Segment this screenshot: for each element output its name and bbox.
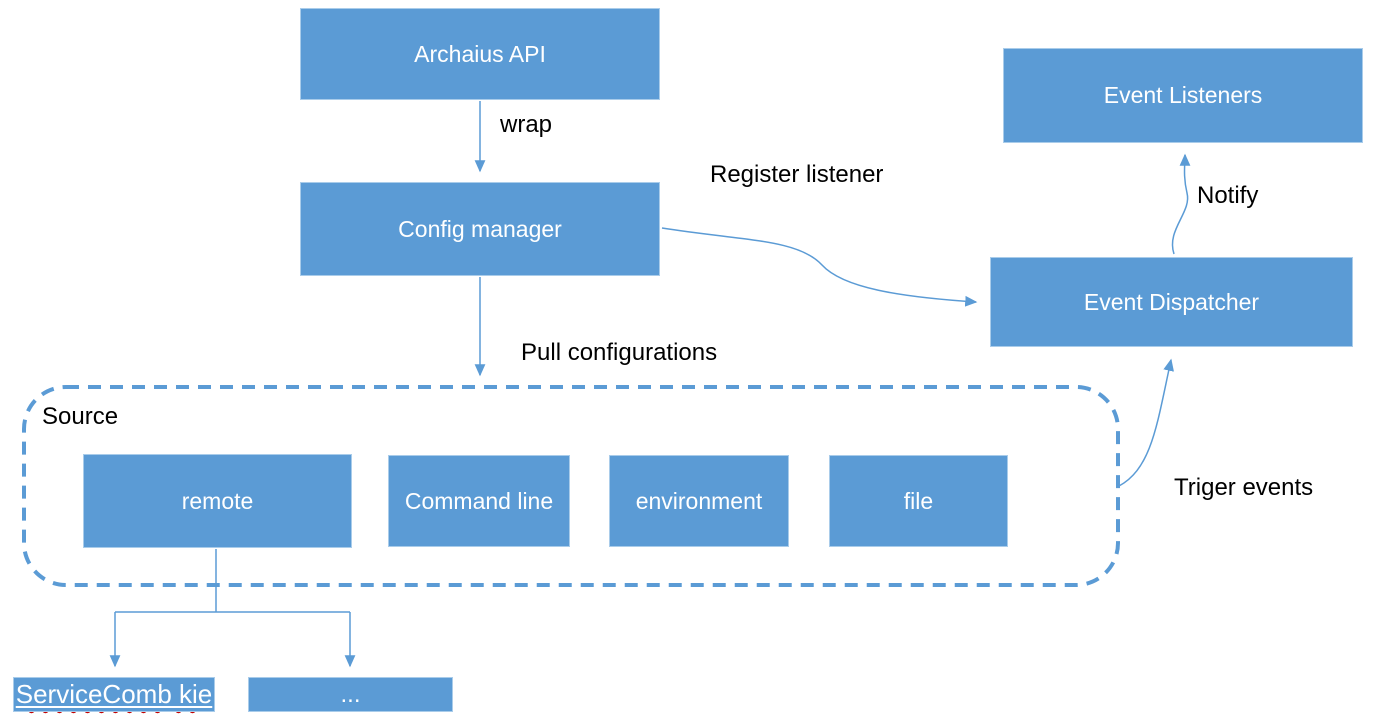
node-event-listeners: Event Listeners [1003, 48, 1363, 143]
node-event-dispatcher: Event Dispatcher [990, 257, 1353, 347]
node-ellipsis: ... [248, 677, 453, 712]
node-config-manager: Config manager [300, 182, 660, 276]
node-ellipsis-label: ... [340, 680, 361, 708]
node-remote: remote [83, 454, 352, 548]
node-remote-label: remote [181, 487, 254, 514]
node-archaius-api: Archaius API [300, 8, 660, 100]
edge-label-wrap: wrap [500, 111, 553, 138]
node-config-manager-label: Config manager [398, 215, 562, 242]
edge-label-notify: Notify [1197, 182, 1259, 209]
edge-label-triger-events: Triger events [1174, 474, 1314, 501]
node-file-label: file [903, 487, 934, 514]
edge-label-register-listener: Register listener [710, 161, 884, 188]
notify-connector [1171, 153, 1191, 255]
node-archaius-api-label: Archaius API [414, 40, 546, 67]
node-event-dispatcher-label: Event Dispatcher [1083, 288, 1260, 315]
register-listener-connector [661, 227, 978, 307]
node-environment-label: environment [635, 487, 763, 514]
node-event-listeners-label: Event Listeners [1103, 82, 1263, 108]
source-group-title: Source [42, 403, 119, 430]
node-environment: environment [609, 455, 789, 547]
node-command-line-label: Command line [404, 487, 554, 514]
node-file: file [829, 455, 1008, 547]
edge-label-pull-configurations: Pull configurations [521, 339, 718, 366]
triger-events-connector [1118, 358, 1174, 487]
node-servicecomb-kie-label: ServiceComb kie [15, 679, 213, 709]
node-command-line: Command line [388, 455, 570, 547]
node-servicecomb-kie: ServiceComb kie [13, 677, 215, 712]
